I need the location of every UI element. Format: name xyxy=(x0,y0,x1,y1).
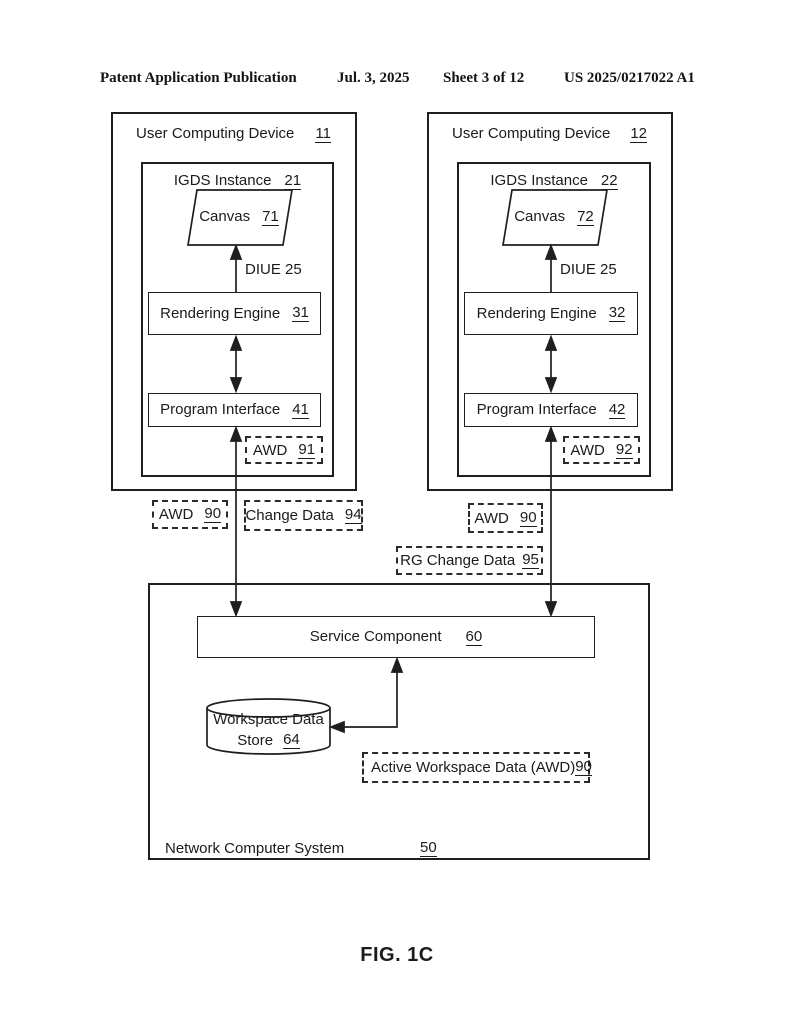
rendering-engine-label: Rendering Engine xyxy=(476,304,597,322)
awd-label: AWD xyxy=(570,441,605,459)
diue-label: DIUE 25 xyxy=(245,261,302,278)
program-interface-box-41: Program Interface 41 xyxy=(148,393,321,427)
program-interface-ref: 42 xyxy=(608,400,626,419)
awd-label: AWD xyxy=(252,441,288,459)
diue-label: DIUE 25 xyxy=(560,261,617,278)
canvas-label: Canvas xyxy=(514,208,566,226)
awd-flow-label: AWD xyxy=(158,506,194,523)
canvas-shape-72: Canvas 72 xyxy=(501,201,607,233)
program-interface-box-42: Program Interface 42 xyxy=(464,393,638,427)
network-system-title: Network Computer System xyxy=(165,840,345,857)
header-patent-number: US 2025/0217022 A1 xyxy=(564,70,695,86)
rg-change-data-ref: 95 xyxy=(522,551,539,569)
active-workspace-data-label: Active Workspace Data (AWD) xyxy=(371,759,576,776)
awd-ref: 92 xyxy=(615,440,633,459)
service-component-ref: 60 xyxy=(465,627,483,646)
awd-flow-box-90-right: AWD 90 xyxy=(468,503,543,533)
workspace-data-store-cylinder-64: Workspace Data Store 64 xyxy=(207,709,330,751)
change-data-ref: 94 xyxy=(344,506,362,524)
rg-change-data-label: RG Change Data xyxy=(400,552,516,569)
canvas-label: Canvas xyxy=(199,208,251,226)
device-title-row: User Computing Device 11 xyxy=(113,114,355,143)
awd-flow-ref: 90 xyxy=(519,508,537,527)
service-component-label: Service Component xyxy=(309,628,442,646)
device-box-11: User Computing Device 11 xyxy=(111,112,357,491)
rendering-engine-box-32: Rendering Engine 32 xyxy=(464,292,638,335)
program-interface-label: Program Interface xyxy=(160,401,281,419)
header-publication: Patent Application Publication xyxy=(100,70,297,86)
canvas-ref: 71 xyxy=(262,207,279,226)
service-component-box-60: Service Component 60 xyxy=(197,616,595,658)
igds-instance-box-22: IGDS Instance 22 xyxy=(457,162,651,477)
workspace-data-store-line2: Store xyxy=(237,732,274,749)
device-title-label: User Computing Device xyxy=(136,125,295,142)
header-date: Jul. 3, 2025 xyxy=(337,70,410,86)
awd-flow-box-90-left: AWD 90 xyxy=(152,500,228,529)
active-workspace-data-ref: 90 xyxy=(575,758,592,776)
canvas-shape-71: Canvas 71 xyxy=(186,201,292,233)
device-ref: 11 xyxy=(315,125,331,143)
rg-change-data-box-95: RG Change Data 95 xyxy=(396,546,543,575)
change-data-box-94: Change Data 94 xyxy=(244,500,363,531)
awd-ref: 91 xyxy=(298,440,316,459)
awd-flow-label: AWD xyxy=(474,509,509,527)
igds-ref: 21 xyxy=(284,172,302,190)
header-sheet-number: Sheet 3 of 12 xyxy=(443,70,525,86)
rendering-engine-ref: 31 xyxy=(292,304,309,322)
igds-title-row: IGDS Instance 22 xyxy=(459,164,649,190)
device-box-12: User Computing Device 12 xyxy=(427,112,673,491)
igds-title-row: IGDS Instance 21 xyxy=(143,164,332,190)
change-data-label: Change Data xyxy=(245,507,334,524)
rendering-engine-ref: 32 xyxy=(608,304,626,322)
awd-flow-ref: 90 xyxy=(204,505,222,523)
active-workspace-data-box-90: Active Workspace Data (AWD) 90 xyxy=(362,752,592,783)
program-interface-ref: 41 xyxy=(292,400,309,419)
rendering-engine-label: Rendering Engine xyxy=(160,304,281,322)
igds-instance-box-21: IGDS Instance 21 xyxy=(141,162,334,477)
figure-caption: FIG. 1C xyxy=(360,944,434,966)
network-system-ref: 50 xyxy=(420,839,437,857)
awd-box-91: AWD 91 xyxy=(245,436,323,464)
igds-label: IGDS Instance xyxy=(173,172,272,189)
rendering-engine-box-31: Rendering Engine 31 xyxy=(148,292,321,335)
igds-label: IGDS Instance xyxy=(490,172,588,189)
workspace-data-store-line1: Workspace Data xyxy=(213,711,324,728)
awd-box-92: AWD 92 xyxy=(563,436,640,464)
program-interface-label: Program Interface xyxy=(476,401,597,419)
patent-header: Patent Application Publication Jul. 3, 2… xyxy=(0,70,794,90)
workspace-data-store-ref: 64 xyxy=(283,731,300,749)
igds-ref: 22 xyxy=(600,172,618,190)
canvas-ref: 72 xyxy=(577,207,594,226)
device-ref: 12 xyxy=(630,125,647,143)
network-computer-system-box-50 xyxy=(148,583,650,860)
device-title-label: User Computing Device xyxy=(452,125,611,142)
device-title-row: User Computing Device 12 xyxy=(429,114,671,143)
